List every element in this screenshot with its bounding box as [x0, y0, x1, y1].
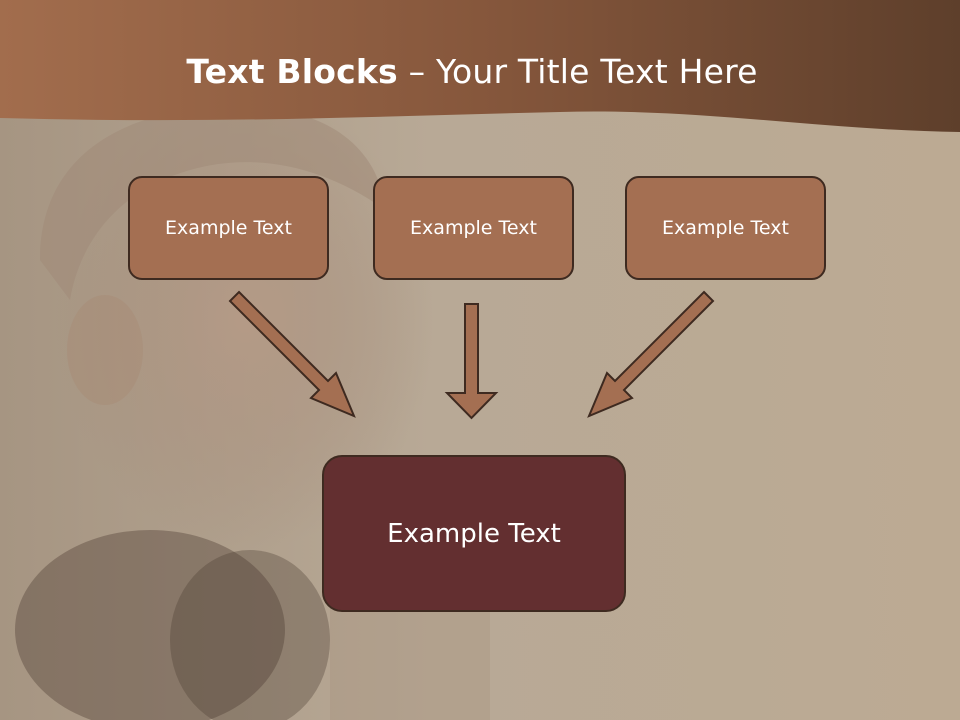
arrow-right-diagonal: [587, 290, 715, 418]
headphones-silhouette: [15, 530, 285, 720]
title-rest: Your Title Text Here: [436, 52, 758, 91]
example-text-box-1: Example Text: [128, 176, 329, 280]
title-dash: –: [408, 52, 426, 91]
example-text-box-1-label: Example Text: [165, 217, 292, 239]
header-band: [0, 0, 960, 132]
slide-title: Text Blocks – Your Title Text Here: [0, 52, 944, 91]
example-text-main-box: Example Text: [322, 455, 626, 612]
example-text-box-3-label: Example Text: [662, 217, 789, 239]
example-text-box-2-label: Example Text: [410, 217, 537, 239]
example-text-main-label: Example Text: [387, 518, 561, 549]
title-bold-part: Text Blocks: [186, 52, 398, 91]
arrow-left-diagonal: [228, 290, 356, 418]
hair-silhouette: [40, 107, 385, 300]
example-text-box-3: Example Text: [625, 176, 826, 280]
ear-silhouette: [67, 295, 143, 405]
headphones-pad: [170, 550, 330, 720]
example-text-box-2: Example Text: [373, 176, 574, 280]
arrow-center-down: [444, 303, 499, 420]
